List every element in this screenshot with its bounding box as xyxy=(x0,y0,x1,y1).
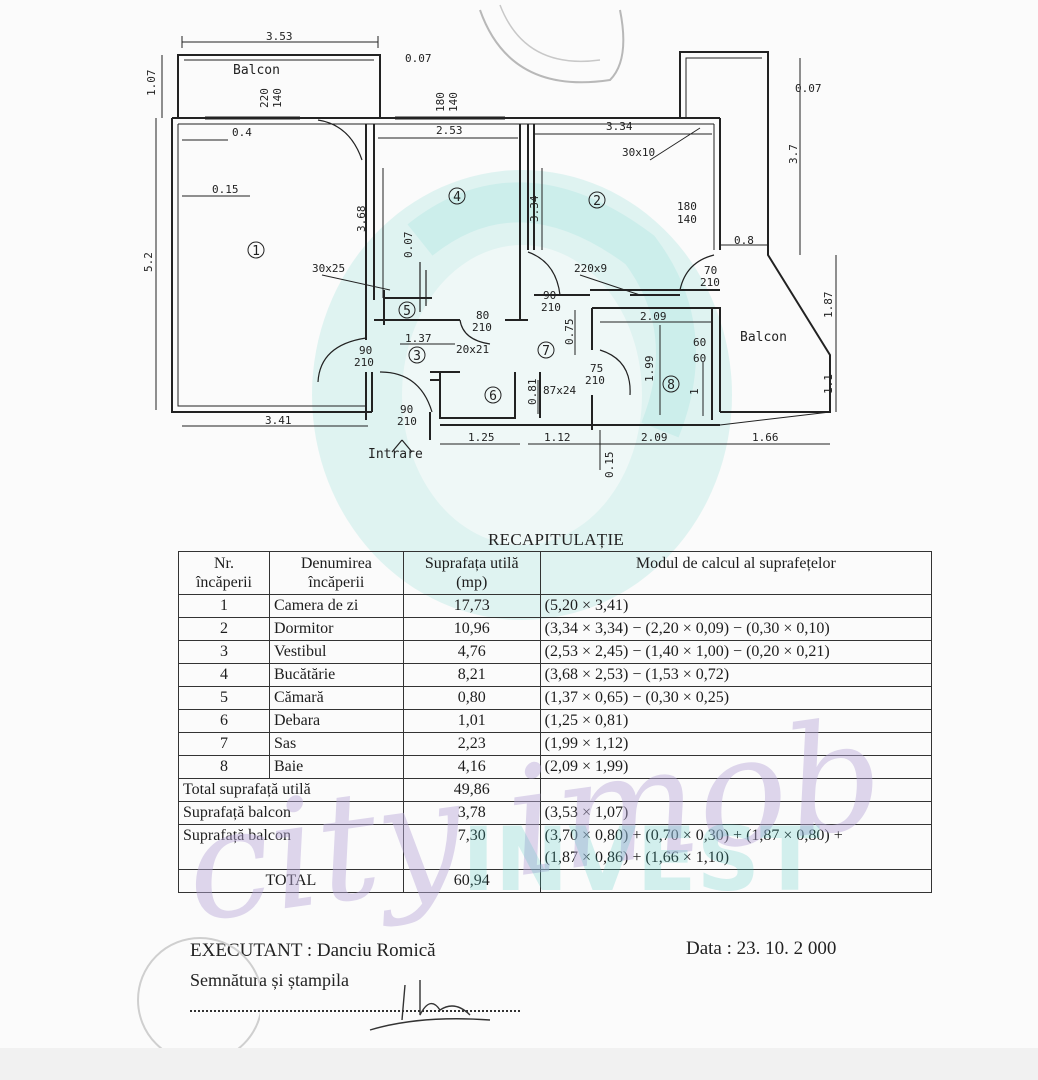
dim-1: 1 xyxy=(688,388,701,395)
document-sheet: 1 2 3 4 5 6 7 8 Balcon Balcon Intrare 3.… xyxy=(137,4,933,1048)
dim-right-08: 0.8 xyxy=(734,234,754,247)
dim-right-11: 1.1 xyxy=(822,374,835,394)
dim-015: 0.15 xyxy=(212,183,239,196)
dim-30x25: 30x25 xyxy=(312,262,345,275)
dim-kitchen-height-2: 3.34 xyxy=(528,195,541,222)
executant-line: EXECUTANT : Danciu Romică xyxy=(190,940,436,961)
dim-kitchen-height: 3.68 xyxy=(355,206,368,233)
opening-220: 220 xyxy=(258,88,271,108)
door-70: 70 xyxy=(704,264,717,277)
door-210a: 210 xyxy=(700,276,720,289)
table-row: 4 Bucătărie 8,21 (3,68 × 2,53) − (1,53 ×… xyxy=(178,663,933,687)
dim-209b: 2.09 xyxy=(641,431,668,444)
dim-040: 0.4 xyxy=(232,126,252,139)
room-label-3: 3 xyxy=(413,349,421,364)
dim-125: 1.25 xyxy=(468,431,495,444)
dim-081: 0.81 xyxy=(526,379,539,406)
header-nr: Nr.încăperii xyxy=(178,551,270,595)
opening-60b: 60 xyxy=(693,352,706,365)
door-210c: 210 xyxy=(541,301,561,314)
date-line: Data : 23. 10. 2 000 xyxy=(686,938,837,959)
entrance-label: Intrare xyxy=(368,447,423,462)
door-80: 80 xyxy=(476,309,489,322)
dim-87x24: 87x24 xyxy=(543,384,576,397)
room-label-1: 1 xyxy=(252,244,260,259)
floor-plan: 1 2 3 4 5 6 7 8 Balcon Balcon Intrare 3.… xyxy=(142,30,837,479)
header-modul: Modul de calcul al suprafețelor xyxy=(539,551,933,595)
room-label-7: 7 xyxy=(542,344,550,359)
table-row: 7 Sas 2,23 (1,99 × 1,12) xyxy=(178,732,933,756)
dim-top-width: 3.53 xyxy=(266,30,293,43)
dim-left-height: 5.2 xyxy=(142,252,155,272)
dim-199: 1.99 xyxy=(643,356,656,383)
dim-top-gap: 0.07 xyxy=(405,52,432,65)
dim-015b: 0.15 xyxy=(603,452,616,479)
table-row: 5 Cămară 0,80 (1,37 × 0,65) − (0,30 × 0,… xyxy=(178,686,933,710)
table-row-total-useful: Total suprafață utilă 49,86 xyxy=(178,778,933,802)
signature-dotted-line xyxy=(190,998,520,1012)
dim-bedroom-width: 3.34 xyxy=(606,120,633,133)
opening-60a: 60 xyxy=(693,336,706,349)
door-210b: 210 xyxy=(472,321,492,334)
table-row: 6 Debara 1,01 (1,25 × 0,81) xyxy=(178,709,933,733)
balcony-label-left: Balcon xyxy=(233,63,280,78)
table-row: 2 Dormitor 10,96 (3,34 × 3,34) − (2,20 ×… xyxy=(178,617,933,641)
door-75: 75 xyxy=(590,362,603,375)
door-210f: 210 xyxy=(585,374,605,387)
table-row-total: TOTAL 60,94 xyxy=(178,869,933,893)
room-label-4: 4 xyxy=(453,190,461,205)
table-row: 3 Vestibul 4,76 (2,53 × 2,45) − (1,40 × … xyxy=(178,640,933,664)
door-210e: 210 xyxy=(397,415,417,428)
dim-20x21: 20x21 xyxy=(456,343,489,356)
header-suprafata: Suprafața utilă(mp) xyxy=(402,551,541,595)
door-90a: 90 xyxy=(543,289,556,302)
table-row-balcony-1: Suprafață balcon 3,78 (3,53 × 1,07) xyxy=(178,801,933,825)
recap-title: RECAPITULAȚIE xyxy=(488,530,625,549)
room-label-6: 6 xyxy=(489,389,497,404)
dim-137: 1.37 xyxy=(405,332,432,345)
dim-right-37: 3.7 xyxy=(787,144,800,164)
dim-220x9: 220x9 xyxy=(574,262,607,275)
door-210d: 210 xyxy=(354,356,374,369)
room-label-5: 5 xyxy=(403,304,411,319)
room-label-2: 2 xyxy=(593,194,601,209)
dim-166: 1.66 xyxy=(752,431,779,444)
balcony-label-right: Balcon xyxy=(740,330,787,345)
opening-180b: 180 xyxy=(677,200,697,213)
table-row: 8 Baie 4,16 (2,09 × 1,99) xyxy=(178,755,933,779)
dim-075: 0.75 xyxy=(563,319,576,346)
dim-209: 2.09 xyxy=(640,310,667,323)
signature-label: Semnătura și ștampila xyxy=(190,970,349,990)
dim-right-187: 1.87 xyxy=(822,292,835,319)
table-row: 1 Camera de zi 17,73 (5,20 × 3,41) xyxy=(178,594,933,618)
door-90b: 90 xyxy=(359,344,372,357)
door-90c: 90 xyxy=(400,403,413,416)
room-label-8: 8 xyxy=(667,378,675,393)
dim-right-007: 0.07 xyxy=(795,82,822,95)
dim-kitchen-width: 2.53 xyxy=(436,124,463,137)
table-row-balcony-2: Suprafață balcon 7,30 (3,70 × 0,80) + (0… xyxy=(178,824,933,870)
opening-140a: 140 xyxy=(271,88,284,108)
opening-180a: 180 xyxy=(434,92,447,112)
dim-007b: 0.07 xyxy=(402,232,415,259)
opening-140c: 140 xyxy=(677,213,697,226)
opening-140b: 140 xyxy=(447,92,460,112)
dim-112: 1.12 xyxy=(544,431,571,444)
dim-bottom-left: 3.41 xyxy=(265,414,292,427)
dim-vent: 30x10 xyxy=(622,146,655,159)
dim-left-balcony: 1.07 xyxy=(145,70,158,97)
